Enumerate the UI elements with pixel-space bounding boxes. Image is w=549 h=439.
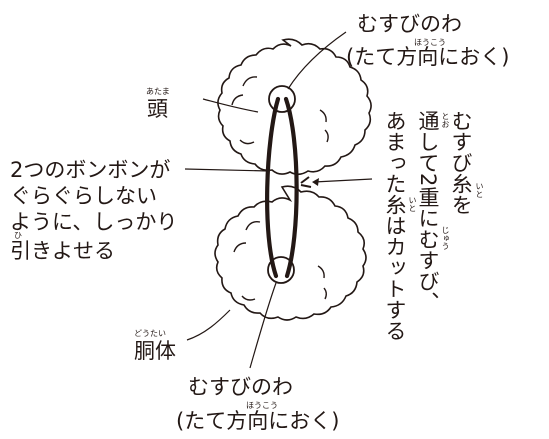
head-label: 頭 — [147, 97, 168, 121]
tying-thread — [265, 96, 281, 279]
note-ruby: ひ — [14, 231, 22, 240]
bottom-loop-label-line2: (たて方向におく) — [176, 409, 340, 433]
leader-lines — [184, 31, 373, 369]
instruction-col-3: あまった糸はカットする — [383, 110, 407, 341]
top-loop-label-line1: むすびのわ — [357, 12, 462, 36]
tying-thread-back — [283, 96, 299, 279]
body-label: 胴体 — [134, 339, 176, 363]
note-line-2: ぐらぐらしない — [10, 184, 157, 208]
instruction-col-2: 通して2重にむすび、 — [416, 110, 440, 313]
knot-ends — [300, 176, 312, 188]
note-line-3: ように、しっかり — [10, 210, 178, 234]
bottom-loop-label-line1: むすびのわ — [188, 375, 293, 399]
arrow-head — [312, 178, 319, 186]
ruby-juu: じゅう — [441, 226, 450, 250]
instruction-col-1: むすび糸を — [449, 110, 473, 215]
ruby-ito-2: いと — [408, 196, 417, 212]
top-loop-label-line2: (たて方向におく) — [346, 45, 510, 69]
fluff-strokes — [231, 76, 329, 301]
bottom-loop-ruby: ほうこう — [246, 401, 278, 410]
ruby-too: とお — [441, 112, 450, 128]
note-line-1: 2つのボンボンが — [10, 158, 171, 182]
top-knot-loop — [268, 85, 296, 113]
body-ruby: どうたい — [134, 329, 166, 338]
top-loop-ruby: ほうこう — [414, 38, 446, 47]
ruby-ito: いと — [475, 182, 484, 198]
head-ruby: あたま — [146, 87, 170, 96]
note-line-4: 引きよせる — [10, 239, 115, 263]
